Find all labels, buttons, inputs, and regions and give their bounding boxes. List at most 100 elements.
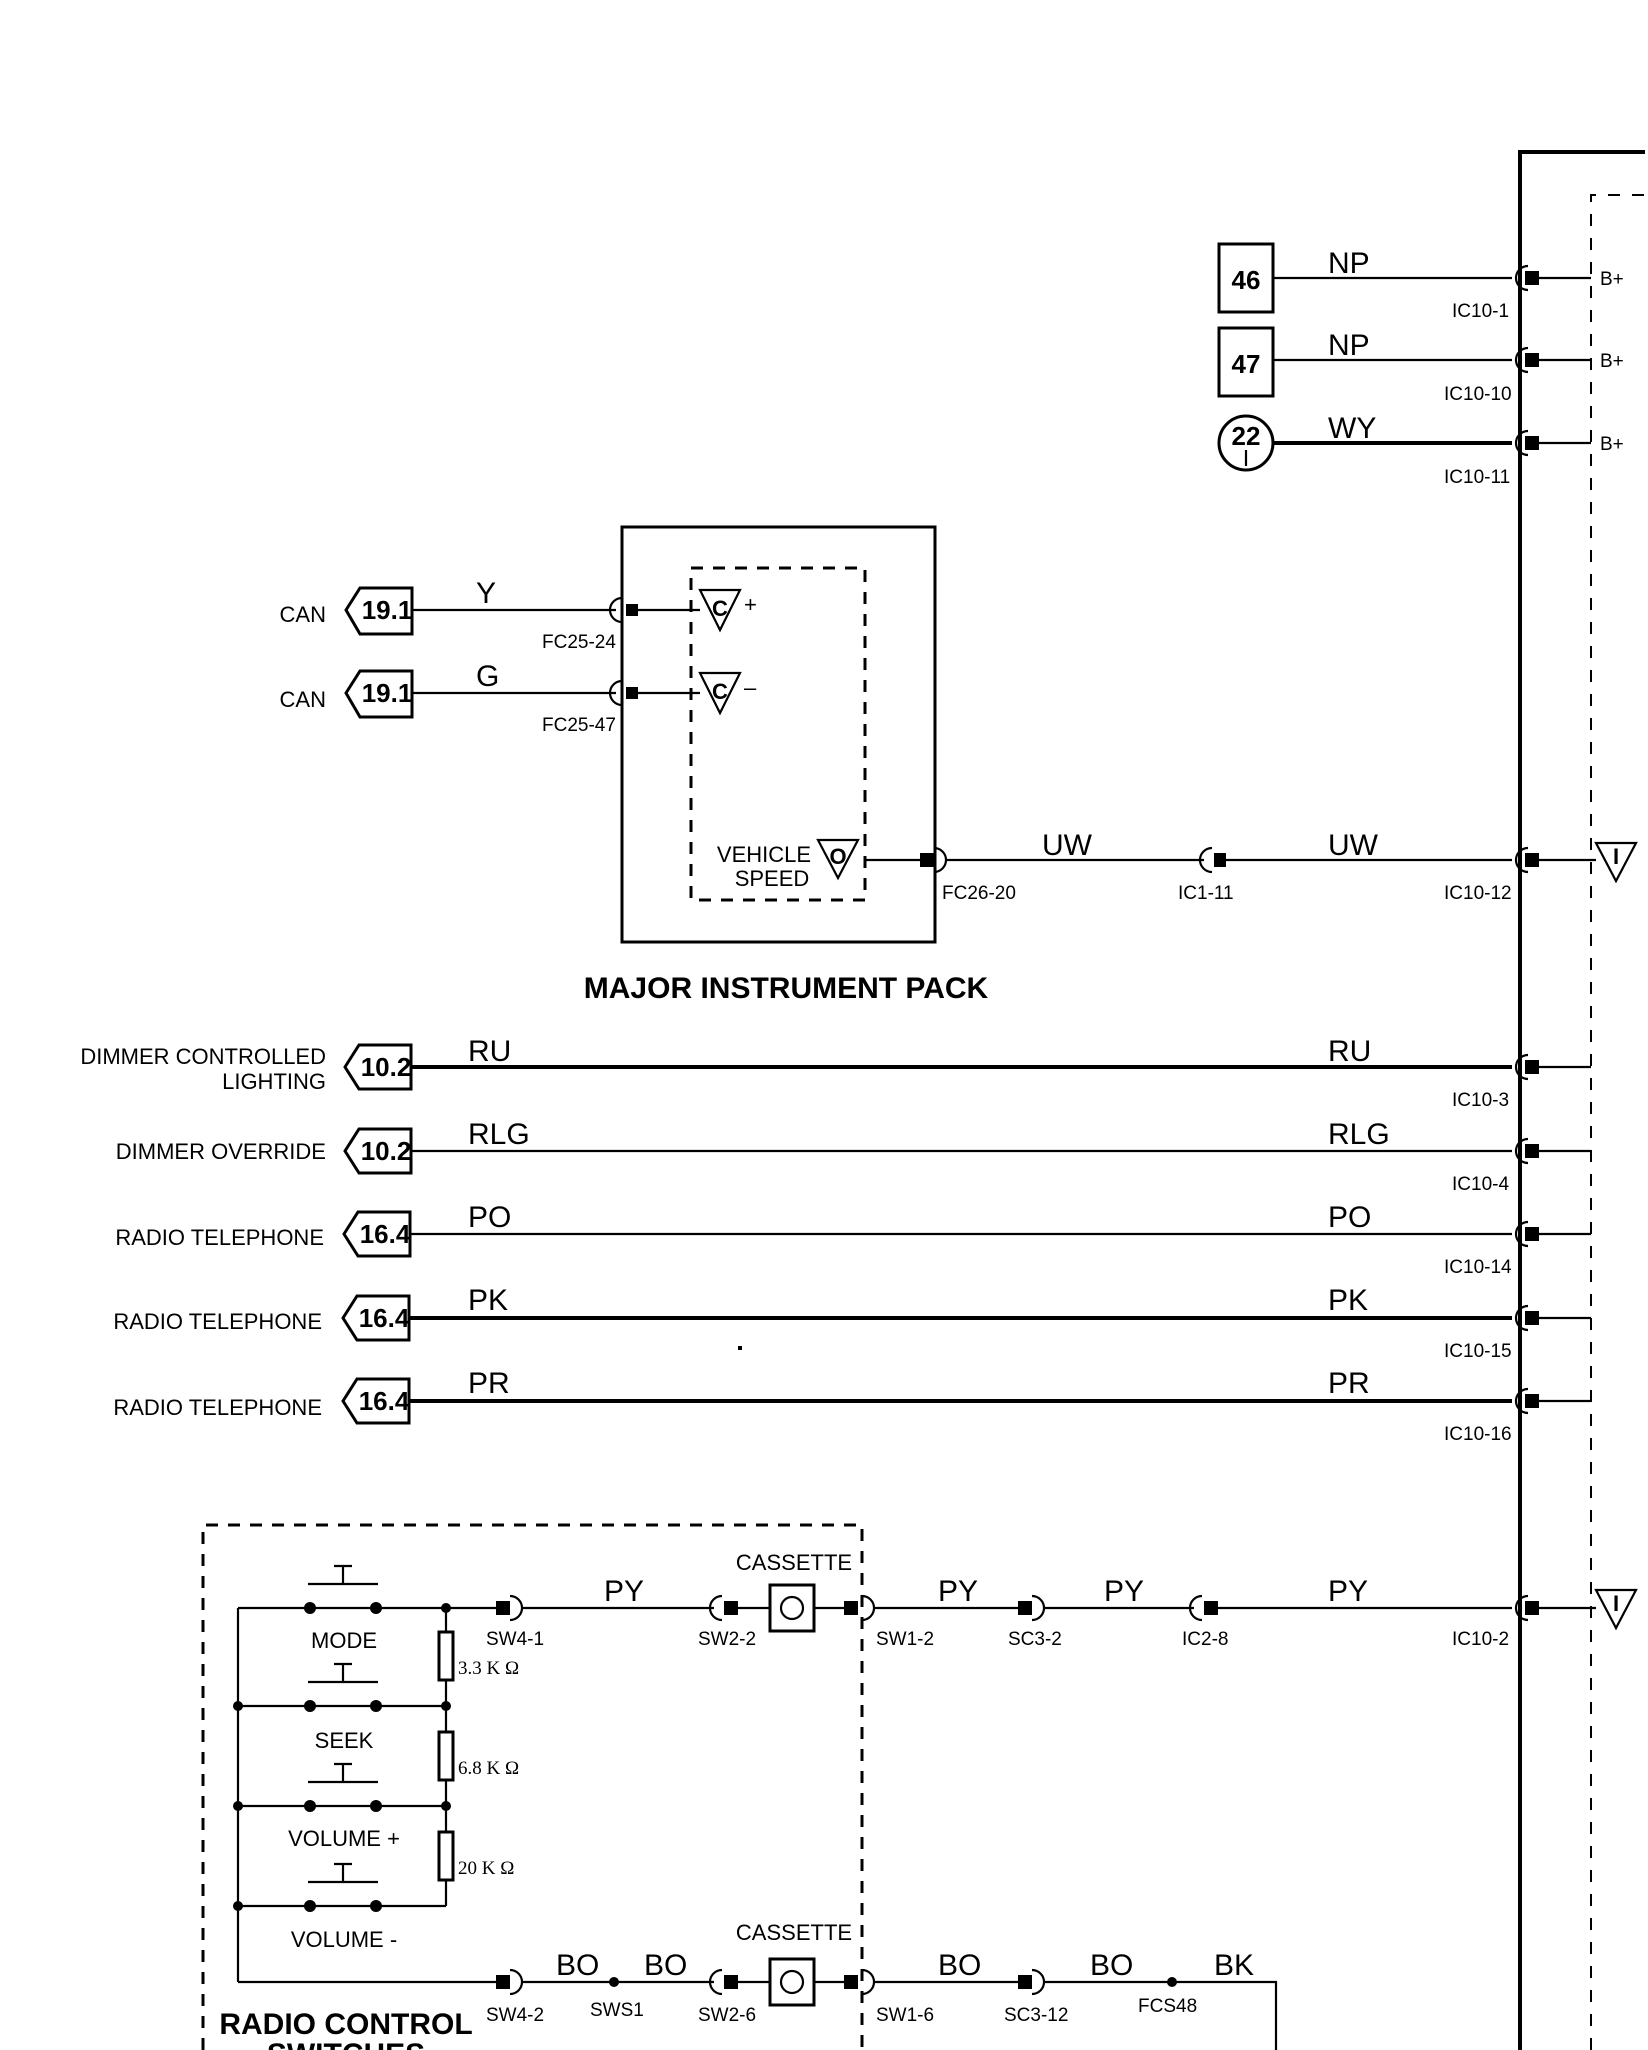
major-instrument-pack: C + C – O VEHICLE SPEED MAJOR INSTRUMENT… [584,525,989,1005]
diagram-label: CAN [280,687,326,712]
diagram-label: C [712,596,728,621]
diagram-label: FCS48 [1138,1996,1197,2017]
diagram-label: PY [1328,1575,1368,1608]
diagram-label: FC26-20 [942,883,1016,904]
diagram-label: FC25-24 [542,632,616,653]
diagram-label: IC10-12 [1444,883,1512,904]
diagram-label: I [1613,1591,1619,1616]
radio-telephone-pr-wire: 16.4 RADIO TELEPHONE PR PR IC10-16 [113,1367,1591,1445]
diagram-label: WY [1328,412,1376,445]
diagram-label: IC10-16 [1444,1424,1512,1445]
can-plus-wire: 19.1 CAN Y FC25-24 [280,577,700,653]
diagram-label: 3.3 K Ω [458,1658,519,1679]
dimmer-override-wire: 10.2 DIMMER OVERRIDE RLG RLG IC10-4 [116,1118,1591,1195]
diagram-label: PY [938,1575,978,1608]
diagram-label: SC3-12 [1004,2005,1068,2026]
diagram-label: RADIO TELEPHONE [113,1395,322,1420]
diagram-label: O [829,844,846,869]
diagram-label: RLG [468,1118,530,1151]
diagram-label: PK [1328,1284,1368,1317]
diagram-label: SC3-2 [1008,1629,1062,1650]
diagram-label: RLG [1328,1118,1390,1151]
diagram-label: RU [1328,1035,1371,1068]
diagram-label: PY [604,1575,644,1608]
can-minus-wire: 19.1 CAN G FC25-47 [280,660,700,736]
diagram-label: UW [1042,829,1093,862]
diagram-label: 19.1 [362,595,413,625]
diagram-label: BO [644,1949,687,1982]
diagram-label: NP [1328,329,1370,362]
diagram-label: UW [1328,829,1379,862]
diagram-label: IC10-3 [1452,1090,1509,1111]
diagram-label: VOLUME + [288,1826,400,1851]
diagram-label: IC10-4 [1452,1174,1509,1195]
diagram-label: Y [476,577,496,610]
diagram-label: VEHICLE [717,842,811,867]
diagram-label: 22 [1232,421,1261,451]
diagram-label: RADIO TELEPHONE [115,1225,324,1250]
diagram-label: IC10-2 [1452,1629,1509,1650]
dimmer-controlled-wire: 10.2 DIMMER CONTROLLED LIGHTING RU RU IC… [80,1035,1591,1111]
diagram-label: B+ [1600,434,1624,455]
diagram-label: DIMMER CONTROLLED [80,1044,326,1069]
instrument-pack-title: MAJOR INSTRUMENT PACK [584,972,989,1005]
diagram-label: BO [1090,1949,1133,1982]
diagram-label: RU [468,1035,511,1068]
diagram-label: G [476,660,499,693]
diagram-label: MODE [311,1628,377,1653]
diagram-label: IC10-14 [1444,1257,1512,1278]
diagram-label: 10.2 [361,1136,412,1166]
diagram-label: DIMMER OVERRIDE [116,1139,326,1164]
diagram-label: C [712,679,728,704]
diagram-label: SW4-2 [486,2005,544,2026]
diagram-label: SWITCHES [267,2038,425,2050]
diagram-label: 46 [1232,265,1261,295]
diagram-label: SPEED [735,866,810,891]
diagram-label: SW2-6 [698,2005,756,2026]
diagram-label: 10.2 [361,1052,412,1082]
diagram-label: SWS1 [590,2000,644,2021]
diagram-label: RADIO TELEPHONE [113,1309,322,1334]
diagram-label: IC2-8 [1182,1629,1228,1650]
diagram-label: IC10-11 [1444,467,1510,488]
diagram-label: B+ [1600,269,1624,290]
diagram-label: PO [1328,1201,1371,1234]
diagram-label: IC10-15 [1444,1341,1512,1362]
diagram-label: CAN [280,602,326,627]
bo-signal-wire: SW4-2 BO SWS1 BO SW2-6 CASSETTE SW1-6 BO… [486,1920,1278,2050]
supply-22: 22 WY IC10-11 B+ [1217,412,1624,488]
py-signal-wire: SW4-1 PY SW2-2 CASSETTE SW1-2 PY SC3-2 P… [486,1550,1638,1650]
diagram-label: FC25-47 [542,715,616,736]
vehicle-speed-wire: FC26-20 UW IC1-11 UW IC10-12 I [865,829,1638,904]
supply-47: 47 NP IC10-10 B+ [1217,326,1624,405]
diagram-label: SW4-1 [486,1629,544,1650]
main-connector-bus [1518,150,1648,2050]
diagram-label: PO [468,1201,511,1234]
diagram-label: BK [1214,1949,1254,1982]
diagram-label: B+ [1600,351,1624,372]
radio-telephone-po-wire: 16.4 RADIO TELEPHONE PO PO IC10-14 [115,1201,1591,1278]
diagram-label: SW1-2 [876,1629,934,1650]
diagram-label: + [744,592,757,617]
diagram-label: VOLUME - [291,1927,397,1952]
diagram-label: SW1-6 [876,2005,934,2026]
diagram-label: PR [1328,1367,1370,1400]
diagram-label: SW2-2 [698,1629,756,1650]
diagram-label: PR [468,1367,510,1400]
diagram-label: 16.4 [359,1386,410,1416]
radio-telephone-pk-wire: 16.4 RADIO TELEPHONE PK PK IC10-15 [113,1284,1591,1362]
diagram-label: IC10-10 [1444,384,1512,405]
diagram-label: PY [1104,1575,1144,1608]
diagram-label: SEEK [315,1728,374,1753]
diagram-label: 16.4 [359,1303,410,1333]
diagram-label: RADIO CONTROL [219,2008,472,2041]
switch-buttons [233,1564,382,1912]
diagram-label: LIGHTING [222,1069,326,1094]
diagram-label: CASSETTE [736,1550,852,1575]
diagram-label: I [1613,844,1619,869]
diagram-label: 6.8 K Ω [458,1758,519,1779]
diagram-label: BO [938,1949,981,1982]
diagram-label: 47 [1232,349,1261,379]
diagram-label: 19.1 [362,678,413,708]
